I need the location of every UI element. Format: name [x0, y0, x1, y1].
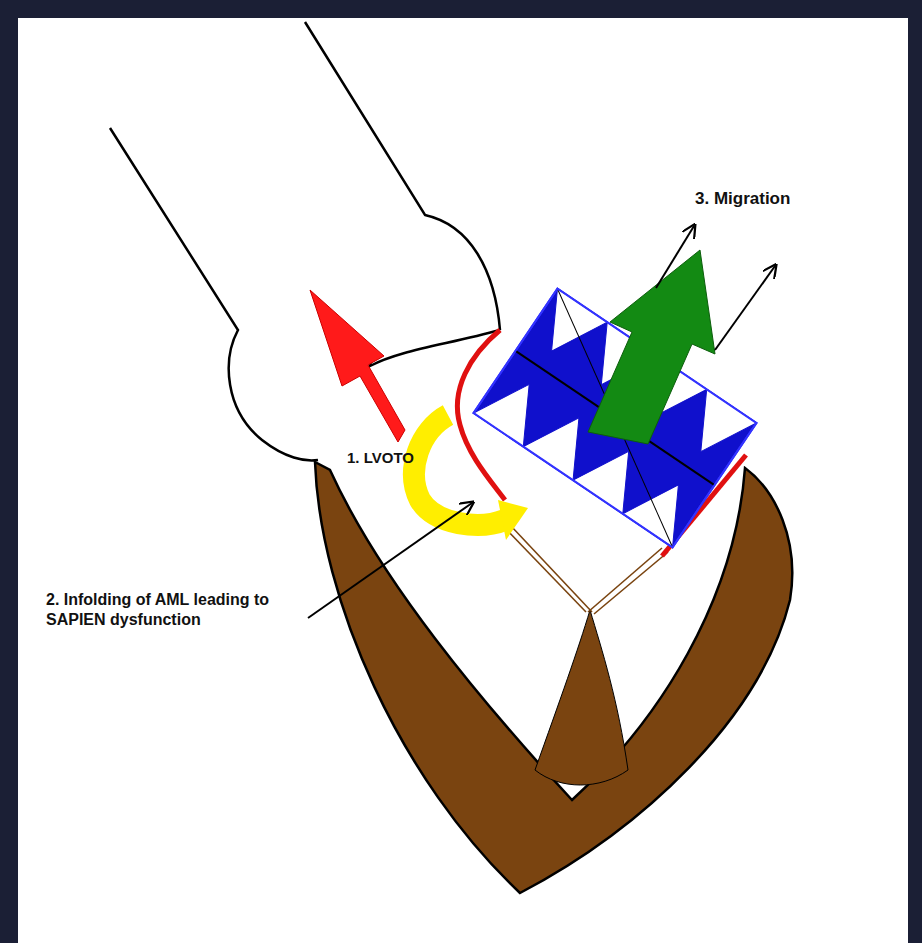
callout-label: 1. LVOTO: [347, 449, 414, 468]
ventricle-wall: [315, 462, 792, 893]
chordae: [505, 526, 668, 614]
leader-line: [308, 503, 472, 618]
migration-small-arrow: [656, 226, 694, 288]
infolding-arrow: [414, 415, 505, 525]
lvoto-arrow: [310, 290, 405, 442]
callout-label: 2. Infolding of AML leading to SAPIEN dy…: [46, 590, 296, 630]
papillary-muscle: [535, 610, 628, 785]
infolding-arrowhead: [498, 500, 528, 540]
aorta-outline: [110, 22, 500, 460]
callout-label: 3. Migration: [695, 188, 790, 209]
migration-arrow: [588, 250, 715, 444]
migration-small-arrow: [715, 266, 775, 350]
